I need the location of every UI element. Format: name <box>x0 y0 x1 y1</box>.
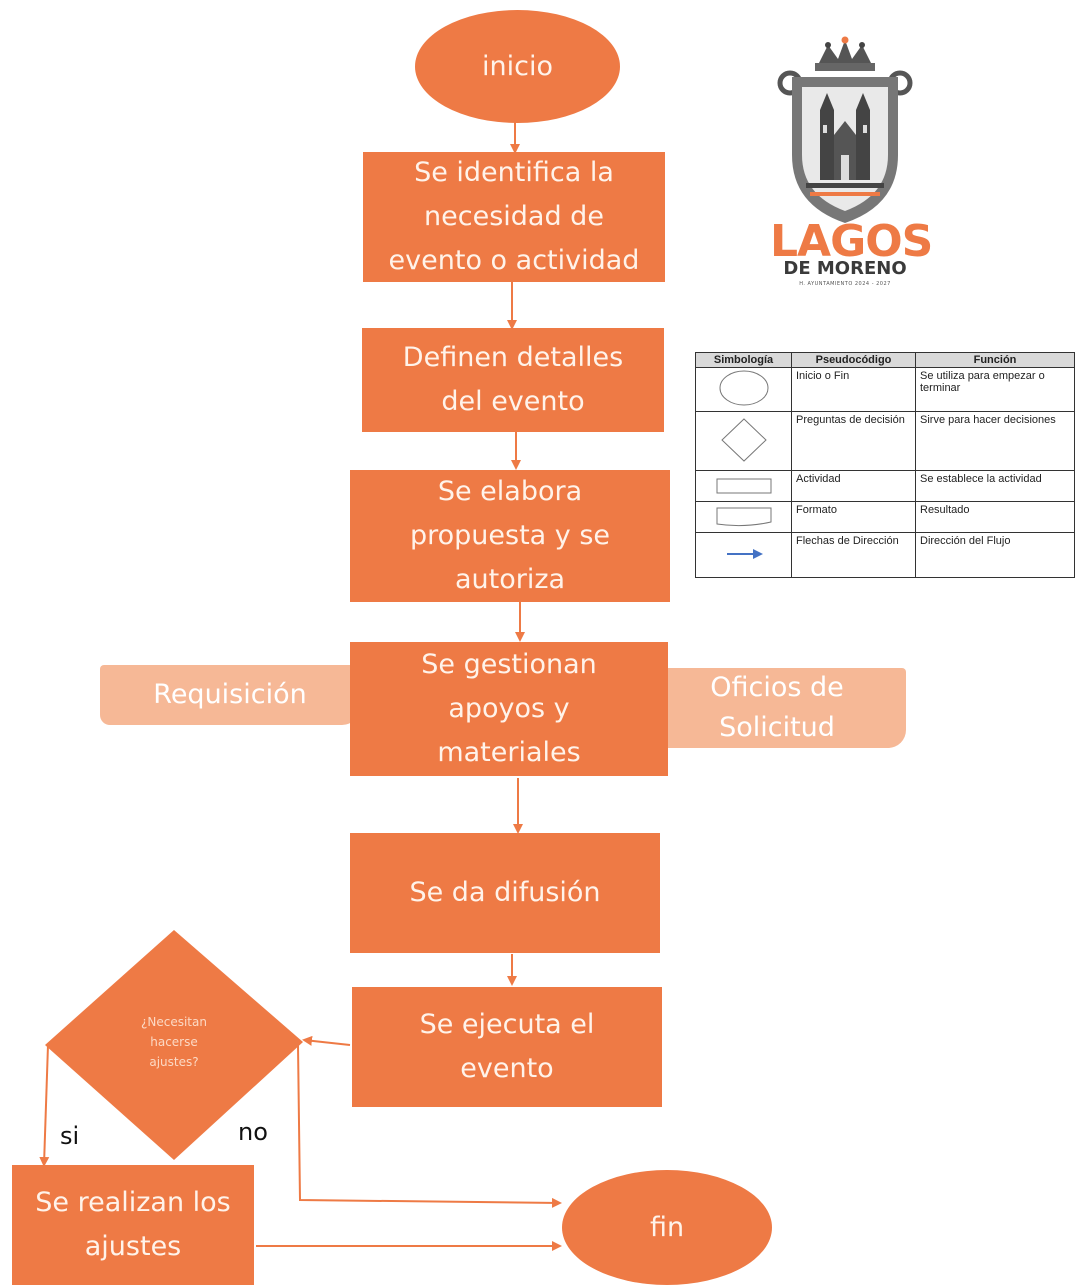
crest-icon <box>777 36 913 223</box>
lagos-de-moreno-logo: LAGOS DE MORENO H. AYUNTAMIENTO 2024 - 2… <box>770 35 933 287</box>
legend-symbol-cell <box>695 411 792 471</box>
step-execute-event: Se ejecuta el evento <box>352 987 662 1107</box>
legend-symbol-cell <box>695 501 792 533</box>
legend-header-symbol: Simbología <box>695 352 792 368</box>
diamond-icon <box>720 417 767 462</box>
logo-fine-print: H. AYUNTAMIENTO 2024 - 2027 <box>799 281 891 287</box>
arrow-step6-decision <box>302 1035 351 1046</box>
step-identify-need: Se identifica la necesidad de evento o a… <box>363 152 665 282</box>
document-icon <box>716 507 771 526</box>
document-oficios: Oficios de Solicitud <box>648 668 906 748</box>
legend-pseudo-cell: Formato <box>791 501 916 533</box>
legend-row: Preguntas de decisión Sirve para hacer d… <box>695 411 1075 471</box>
step-publicize: Se da difusión <box>350 833 660 953</box>
start-node: inicio <box>415 10 620 123</box>
document-requisicion: Requisición <box>100 665 360 725</box>
legend-pseudo-cell: Inicio o Fin <box>791 367 916 412</box>
legend-row: Inicio o Fin Se utiliza para empezar o t… <box>695 367 1075 412</box>
legend-function-cell: Se utiliza para empezar o terminar <box>915 367 1075 412</box>
legend-function-cell: Sirve para hacer decisiones <box>915 411 1075 471</box>
label-no: no <box>238 1118 268 1146</box>
decision-node: ¿Necesitan hacerse ajustes? <box>45 930 303 1160</box>
legend-function-cell: Resultado <box>915 501 1075 533</box>
legend-header-function: Función <box>915 352 1075 368</box>
decision-question: ¿Necesitan hacerse ajustes? <box>141 1015 207 1069</box>
arrow-icon <box>726 548 763 559</box>
step-define-details: Definen detalles del evento <box>362 328 664 432</box>
legend-pseudo-cell: Actividad <box>791 470 916 502</box>
symbology-legend-table: Simbología Pseudocódigo Función Inicio o… <box>695 352 1075 578</box>
legend-header-row: Simbología Pseudocódigo Función <box>695 352 1075 368</box>
legend-pseudo-cell: Flechas de Dirección <box>791 532 916 578</box>
legend-symbol-cell <box>695 470 792 502</box>
legend-function-cell: Dirección del Flujo <box>915 532 1075 578</box>
step-make-adjustments: Se realizan los ajustes <box>12 1165 254 1285</box>
legend-function-cell: Se establece la actividad <box>915 470 1075 502</box>
step-manage-supplies: Se gestionan apoyos y materiales <box>350 642 668 776</box>
legend-header-pseudo: Pseudocódigo <box>791 352 916 368</box>
decision-diamond-shape <box>45 930 303 1160</box>
step-proposal: Se elabora propuesta y se autoriza <box>350 470 670 602</box>
arrow-decision-yes <box>39 1044 50 1167</box>
logo-subtitle: DE MORENO <box>783 258 907 279</box>
ellipse-icon <box>719 370 768 406</box>
label-yes: si <box>60 1122 80 1150</box>
arrow-decision-no <box>297 1044 562 1208</box>
rectangle-icon <box>716 478 771 493</box>
logo-title: LAGOS <box>770 216 933 267</box>
legend-symbol-cell <box>695 532 792 578</box>
legend-symbol-cell <box>695 367 792 412</box>
legend-row: Formato Resultado <box>695 501 1075 533</box>
legend-row: Flechas de Dirección Dirección del Flujo <box>695 532 1075 578</box>
legend-row: Actividad Se establece la actividad <box>695 470 1075 502</box>
legend-pseudo-cell: Preguntas de decisión <box>791 411 916 471</box>
end-node: fin <box>562 1170 772 1285</box>
